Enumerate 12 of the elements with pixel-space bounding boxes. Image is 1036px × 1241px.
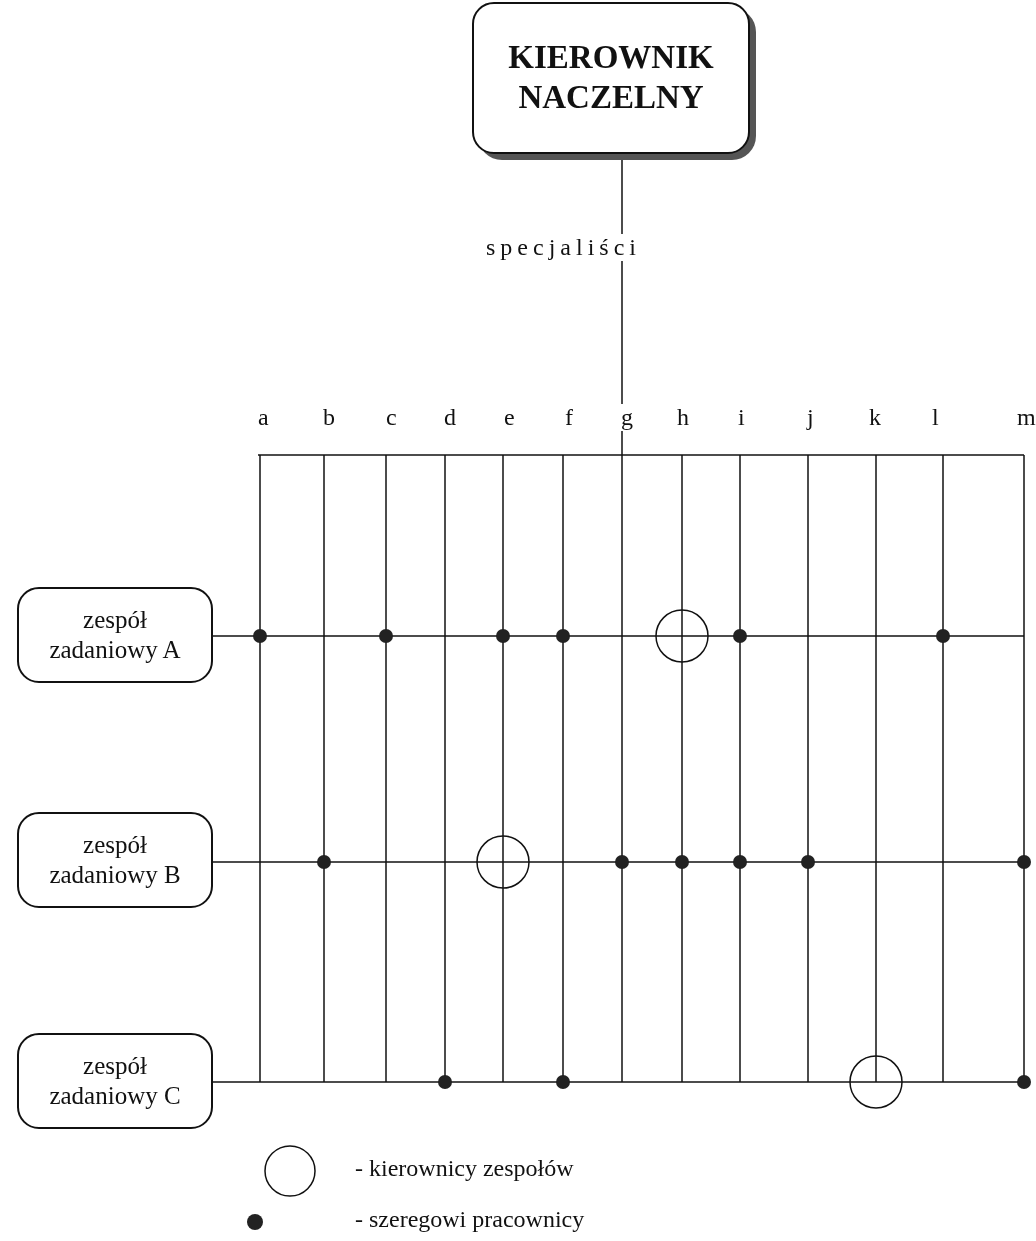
box-label: KIEROWNIK NACZELNY [507, 38, 715, 117]
box-label: zespół zadaniowy B [48, 830, 182, 890]
box-label: zespół zadaniowy C [48, 1051, 182, 1111]
connector-line [212, 635, 1025, 637]
team-box [17, 587, 213, 683]
legend-text: - kierownicy zespołów [355, 1155, 574, 1182]
legend-text: - szeregowi pracownicy [355, 1206, 585, 1233]
column-letter: g [621, 404, 633, 431]
title-box [472, 2, 750, 154]
team-box [17, 812, 213, 908]
team-box [17, 1033, 213, 1129]
box-label: zespół zadaniowy A [48, 605, 182, 665]
